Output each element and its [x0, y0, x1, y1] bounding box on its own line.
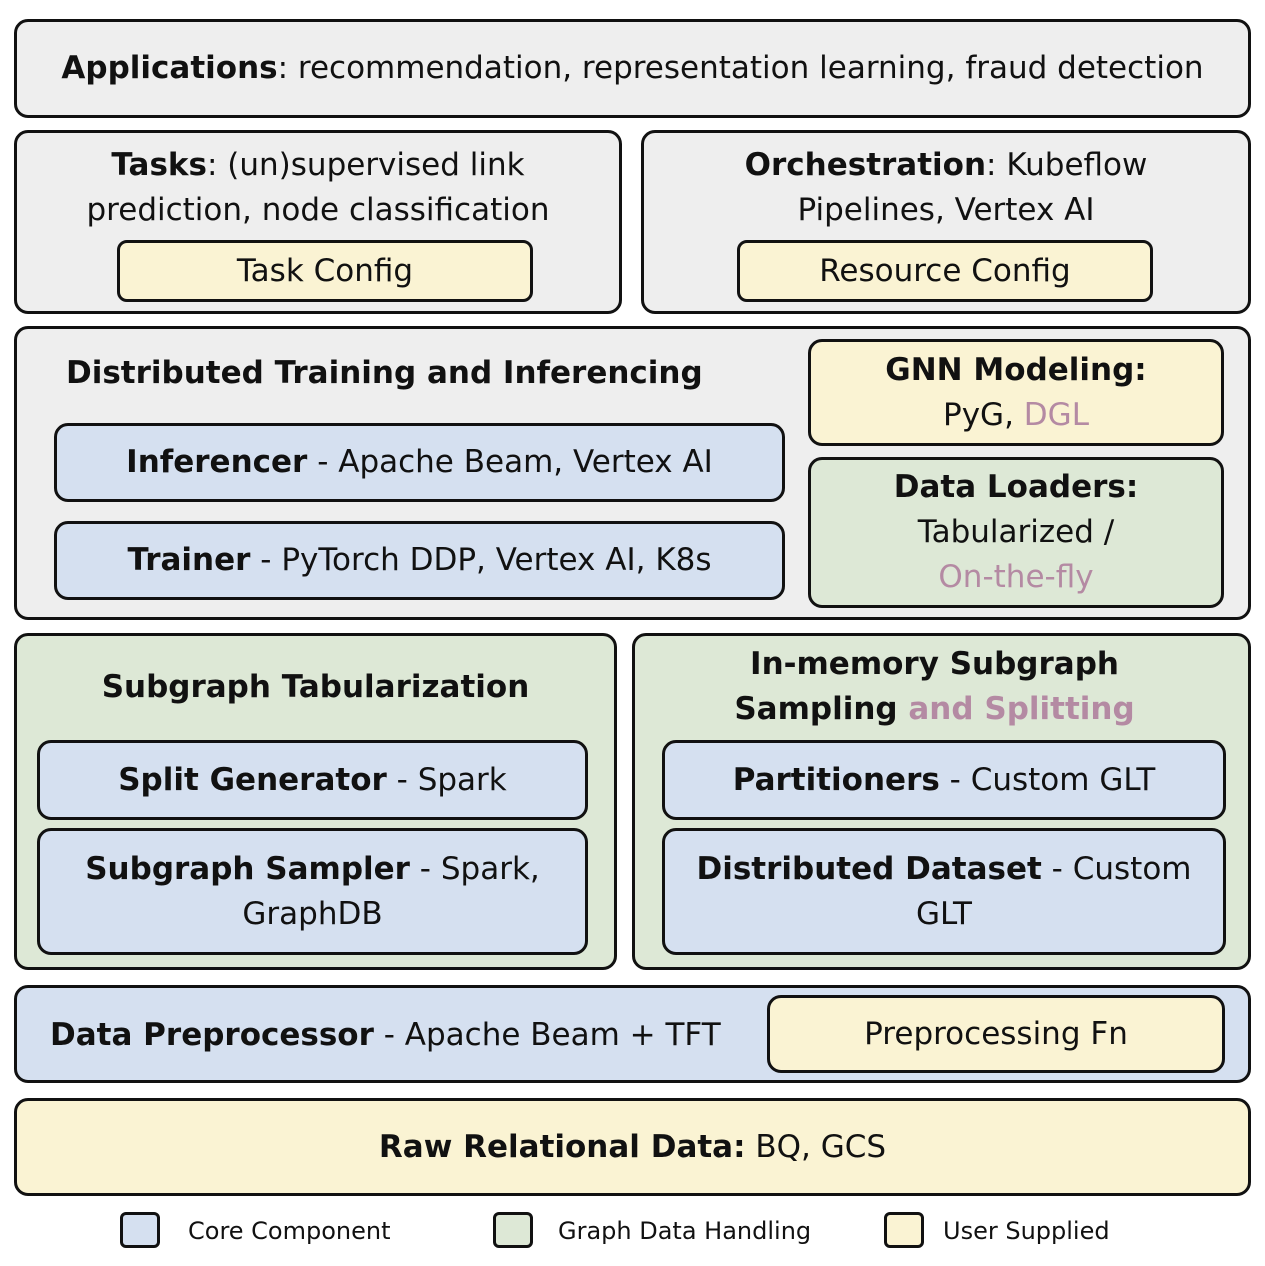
tasks-panel: Tasks: (un)supervised link prediction, n… [14, 130, 622, 314]
inmemory-title-2: Sampling [734, 691, 909, 727]
split-generator-text: - Spark [386, 761, 507, 798]
raw-data-label: Raw Relational Data: [378, 1128, 746, 1165]
inferencer-text: - Apache Beam, Vertex AI [307, 444, 713, 480]
trainer-label: Trainer [127, 542, 251, 578]
applications-text: : recommendation, representation learnin… [277, 50, 1204, 86]
distributed-dataset-box: Distributed Dataset - Custom GLT [662, 828, 1226, 955]
gnn-modeling-text: PyG, [943, 396, 1024, 433]
gnn-modeling-accent: DGL [1023, 396, 1089, 433]
task-config-label: Task Config [236, 252, 414, 289]
partitioners-label: Partitioners [732, 761, 940, 798]
gnn-modeling-box: GNN Modeling: PyG, DGL [808, 339, 1224, 446]
subgraph-sampler-label: Subgraph Sampler [85, 850, 410, 887]
orchestration-text-1: : Kubeflow [986, 147, 1148, 183]
tabularization-title: Subgraph Tabularization [101, 669, 530, 705]
preprocessor-label: Data Preprocessor [50, 1017, 374, 1053]
inmemory-title-1: In-memory Subgraph [750, 646, 1119, 682]
tasks-text-2: prediction, node classification [86, 192, 550, 228]
resource-config-label: Resource Config [819, 252, 1071, 289]
subgraph-sampler-box: Subgraph Sampler - Spark, GraphDB [37, 828, 588, 955]
distributed-dataset-label: Distributed Dataset [696, 850, 1042, 887]
split-generator-label: Split Generator [118, 761, 387, 798]
training-title: Distributed Training and Inferencing [66, 355, 703, 391]
subgraph-sampler-text-2: GraphDB [242, 895, 383, 932]
gnn-modeling-label: GNN Modeling: [885, 351, 1147, 388]
inferencer-label: Inferencer [126, 444, 308, 480]
legend-swatch-user [884, 1212, 924, 1248]
legend-label-core: Core Component [188, 1217, 391, 1245]
resource-config-box: Resource Config [737, 240, 1153, 302]
subgraph-sampler-text-1: - Spark, [409, 850, 540, 887]
tasks-label: Tasks [111, 147, 207, 183]
legend-swatch-graph [493, 1212, 533, 1248]
tasks-text-1: : (un)supervised link [206, 147, 525, 183]
data-loaders-label: Data Loaders: [893, 469, 1139, 505]
orchestration-text-2: Pipelines, Vertex AI [797, 192, 1095, 228]
data-loaders-accent: On-the-fly [938, 559, 1094, 595]
raw-data-layer: Raw Relational Data: BQ, GCS [14, 1098, 1251, 1196]
partitioners-text: - Custom GLT [939, 761, 1156, 798]
distributed-dataset-text-2: GLT [916, 895, 972, 932]
legend-label-graph: Graph Data Handling [558, 1217, 812, 1245]
distributed-dataset-text-1: - Custom [1041, 850, 1192, 887]
partitioners-box: Partitioners - Custom GLT [662, 740, 1226, 820]
raw-data-text: BQ, GCS [745, 1128, 887, 1165]
legend-swatch-core [120, 1212, 160, 1248]
preprocessing-fn-box: Preprocessing Fn [767, 995, 1225, 1073]
orchestration-label: Orchestration [744, 147, 987, 183]
preprocessor-text: - Apache Beam + TFT [373, 1017, 721, 1053]
split-generator-box: Split Generator - Spark [37, 740, 588, 820]
inferencer-box: Inferencer - Apache Beam, Vertex AI [54, 423, 785, 502]
data-loaders-box: Data Loaders: Tabularized / On-the-fly [808, 457, 1224, 608]
applications-layer: Applications: recommendation, representa… [14, 19, 1251, 118]
data-loaders-text: Tabularized / [917, 514, 1115, 550]
task-config-box: Task Config [117, 240, 533, 302]
trainer-box: Trainer - PyTorch DDP, Vertex AI, K8s [54, 521, 785, 600]
legend-label-user: User Supplied [943, 1217, 1110, 1245]
preprocessing-fn-label: Preprocessing Fn [864, 1015, 1128, 1052]
applications-label: Applications [61, 50, 278, 86]
trainer-text: - PyTorch DDP, Vertex AI, K8s [250, 542, 712, 578]
inmemory-title-accent: and Splitting [908, 691, 1135, 727]
